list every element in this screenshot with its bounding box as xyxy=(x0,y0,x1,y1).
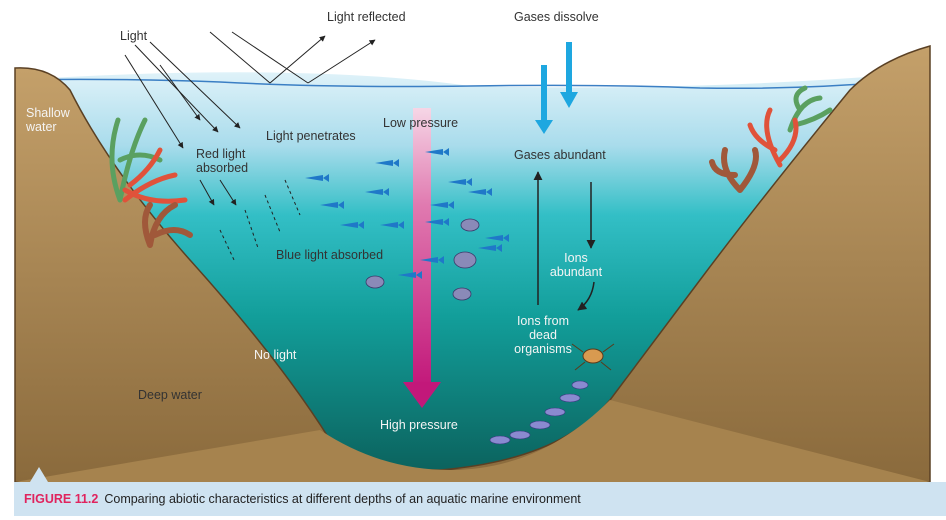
seaweed-left xyxy=(109,117,193,248)
label-no-light: No light xyxy=(254,348,297,362)
label-light-reflected: Light reflected xyxy=(327,10,406,24)
land-right xyxy=(439,45,931,483)
label-gases-dissolve: Gases dissolve xyxy=(514,10,599,24)
label-gases-abundant: Gases abundant xyxy=(514,148,606,162)
figure-caption: FIGURE 11.2 Comparing abiotic characteri… xyxy=(14,482,946,516)
label-low-pressure: Low pressure xyxy=(383,116,458,130)
caption-notch xyxy=(30,467,48,482)
caption-text: Comparing abiotic characteristics at dif… xyxy=(104,492,581,506)
gas-dissolve-arrows xyxy=(535,42,578,134)
dead-organisms xyxy=(489,380,589,445)
incoming-light-rays xyxy=(124,41,301,263)
fish-school xyxy=(305,148,509,279)
pressure-arrow xyxy=(403,108,441,408)
label-deep-water: Deep water xyxy=(138,388,202,402)
seaweed-right xyxy=(709,85,833,193)
ion-cycle-arrows xyxy=(533,171,596,311)
round-fish xyxy=(365,218,480,301)
figure-number: FIGURE 11.2 xyxy=(24,492,99,506)
label-light-penetrates: Light penetrates xyxy=(266,129,356,143)
crab xyxy=(571,343,615,371)
label-blue-light-absorbed: Blue light absorbed xyxy=(276,248,383,262)
label-light: Light xyxy=(120,29,148,43)
seabed xyxy=(15,400,930,482)
label-high-pressure: High pressure xyxy=(380,418,458,432)
reflected-light-rays xyxy=(209,31,376,84)
water-surface xyxy=(14,77,931,90)
